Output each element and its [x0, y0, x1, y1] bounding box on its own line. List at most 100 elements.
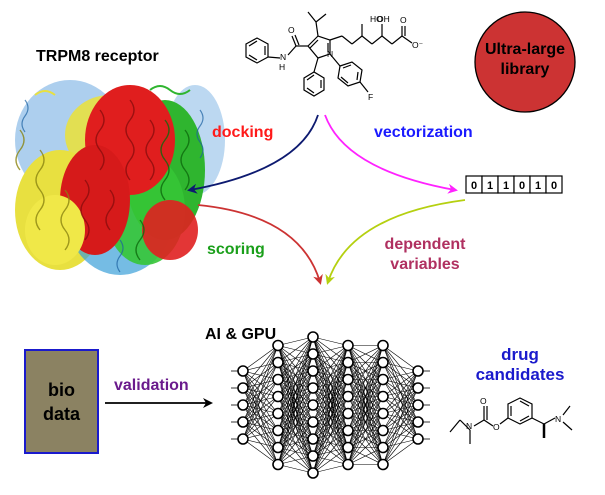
- nn-node: [412, 399, 424, 411]
- nn-edge: [347, 345, 384, 380]
- library-line1: Ultra-large: [484, 41, 566, 58]
- vectorization-arrow: [324, 114, 458, 194]
- nn-edge: [312, 413, 349, 474]
- nn-edge: [277, 336, 314, 448]
- docking-arrow: [187, 114, 319, 194]
- nn-node: [377, 424, 389, 437]
- nn-edge: [347, 345, 384, 363]
- nn-edge: [277, 421, 314, 465]
- nn-node: [307, 467, 319, 479]
- nn-edge: [382, 370, 419, 414]
- nn-edge: [347, 430, 384, 465]
- atom-HO: HO: [370, 14, 383, 24]
- nn-node: [307, 416, 319, 428]
- docking-label: docking: [212, 124, 274, 141]
- nn-node: [412, 416, 424, 428]
- nn-edge: [242, 345, 279, 440]
- nn-node: [342, 441, 354, 454]
- nn-node: [237, 382, 249, 394]
- nn-edge: [312, 345, 349, 406]
- drug-candidates-label: drug candidates: [460, 345, 580, 385]
- nn-edge: [277, 464, 314, 474]
- dependent-arrow: [325, 199, 466, 285]
- nn-edge: [312, 379, 349, 474]
- nn-node: [342, 356, 354, 369]
- nn-edge: [312, 336, 349, 346]
- nn-edge: [277, 336, 314, 346]
- bit-value: 1: [535, 180, 541, 192]
- nn-node: [342, 424, 354, 437]
- nn-node: [377, 373, 389, 386]
- library-circle: [474, 11, 576, 113]
- nn-edge: [242, 362, 279, 440]
- bit-value: 0: [519, 180, 525, 192]
- nn-edge: [242, 430, 279, 440]
- nn-edge: [277, 455, 314, 465]
- nn-edge: [347, 362, 384, 465]
- scoring-label: scoring: [207, 241, 265, 258]
- nn-edge: [277, 336, 314, 380]
- nn-node: [377, 441, 389, 454]
- nn-node: [237, 365, 249, 377]
- nn-edge: [382, 370, 419, 448]
- nn-edge: [347, 345, 384, 465]
- ligand-atom-labels: O HO OH O O⁻ N H N F: [279, 14, 424, 102]
- nn-edge: [242, 438, 279, 448]
- nn-node: [377, 339, 389, 352]
- nn-node: [272, 458, 284, 471]
- nn-node: [272, 407, 284, 420]
- nn-edge: [242, 345, 279, 423]
- nn-edge: [347, 345, 384, 431]
- nn-edge: [242, 396, 279, 440]
- nn-title: AI & GPU: [205, 326, 277, 343]
- nn-node: [342, 407, 354, 420]
- bio-line1: bio: [48, 380, 75, 400]
- atom-F: F: [368, 92, 373, 102]
- nn-edge: [312, 345, 349, 440]
- nn-edge: [277, 336, 314, 465]
- nn-edge: [382, 404, 419, 465]
- nn-node: [342, 458, 354, 471]
- nn-node: [412, 433, 424, 445]
- nn-edge: [312, 345, 349, 423]
- nn-edge: [312, 464, 349, 474]
- receptor-structure-image: [15, 80, 225, 275]
- atom-O: O: [288, 25, 295, 35]
- bit-value: 0: [551, 180, 557, 192]
- nn-edge: [382, 370, 419, 465]
- nn-edge: [277, 370, 314, 465]
- nn-edge: [382, 387, 419, 465]
- nn-node: [272, 356, 284, 369]
- atom-N-ring: N: [327, 49, 333, 59]
- drug-atom-O2: O: [493, 422, 500, 432]
- bit-cell: [545, 175, 563, 194]
- nn-edge: [382, 370, 419, 380]
- nn-edge: [242, 438, 279, 465]
- ligand-molecule: [245, 11, 413, 97]
- nn-node: [272, 441, 284, 454]
- nn-edge: [312, 345, 349, 389]
- nn-edge: [382, 438, 419, 465]
- scoring-arrow: [197, 204, 323, 285]
- nn-node: [342, 373, 354, 386]
- dependent-line2: variables: [390, 256, 460, 273]
- bio-data-label: bio data: [25, 378, 98, 426]
- nn-edge: [242, 379, 279, 440]
- nn-edge: [277, 353, 314, 465]
- nn-edge: [277, 336, 314, 414]
- bio-data-box: [24, 349, 99, 454]
- bit-value: 0: [471, 180, 477, 192]
- nn-edge: [277, 336, 314, 431]
- atom-N-amide: N: [280, 52, 286, 62]
- nn-edge: [312, 447, 349, 474]
- drug-molecule: [449, 397, 573, 444]
- nn-edge: [347, 447, 384, 465]
- drug-line1: drug: [501, 345, 539, 364]
- drug-atom-labels: O O N N: [466, 396, 561, 432]
- atom-OH: OH: [377, 14, 390, 24]
- nn-edge: [347, 345, 384, 448]
- nn-node: [307, 399, 319, 411]
- nn-node: [342, 390, 354, 403]
